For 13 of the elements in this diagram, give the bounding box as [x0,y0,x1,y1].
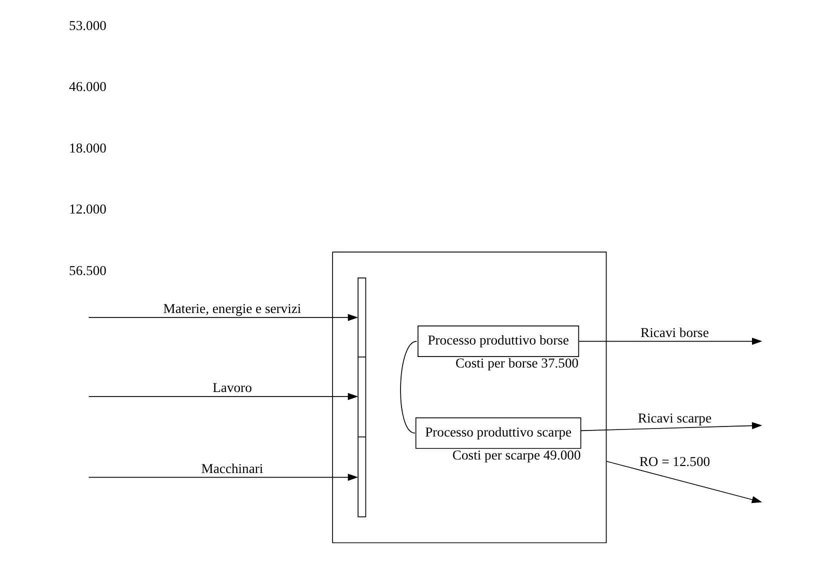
edge-label: Macchinari [200,460,263,476]
label: 53.000 [68,18,106,33]
edge-label: Materie, energie e servizi [162,301,301,316]
label: 18.000 [68,140,106,156]
edge-label: RO = 12.500 [638,454,710,470]
node-label: Costi per scarpe 49.000 [452,447,580,462]
label: 12.000 [68,202,106,217]
node-label: Costi per borse 37.500 [454,355,578,370]
edge-label: Ricavi borse [640,324,708,340]
label: 56.500 [68,262,106,278]
label: 46.000 [68,79,106,94]
edge-label: Lavoro [212,380,252,396]
edge-label: Ricavi scarpe [637,410,712,426]
